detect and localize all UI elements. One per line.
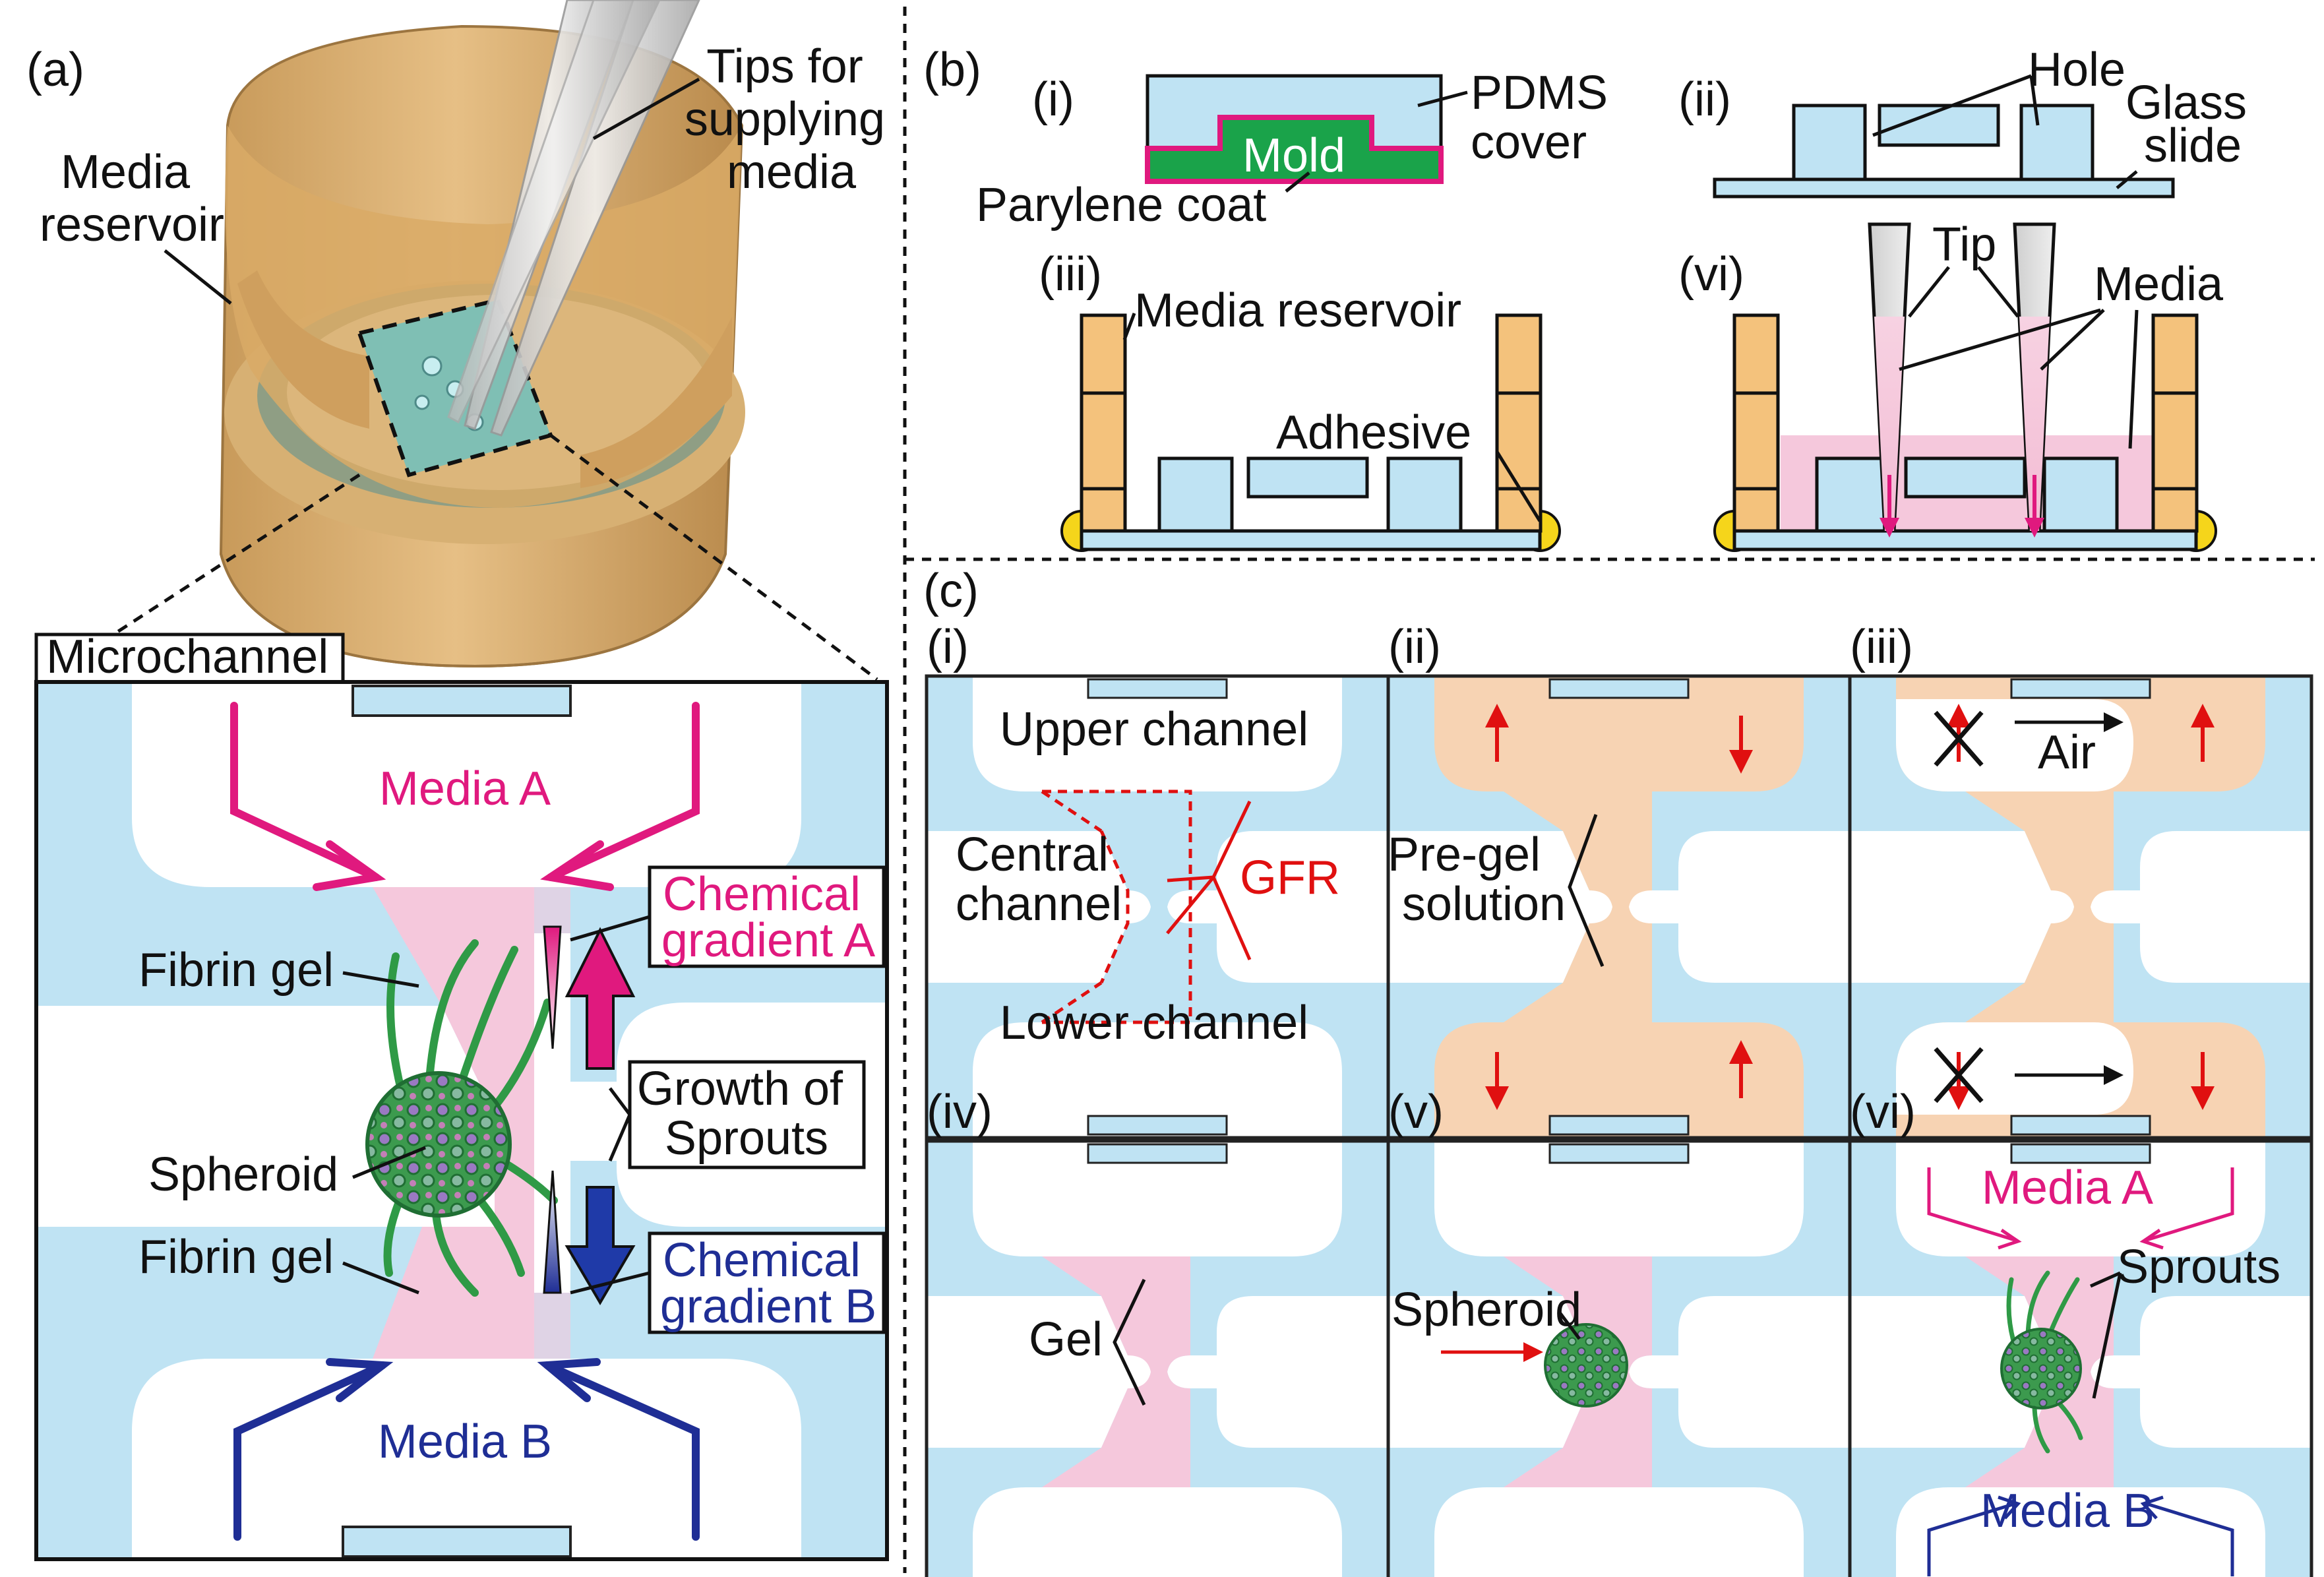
- c-panel-iv: [925, 1139, 1390, 1577]
- chemical-gradient-a-label: Chemical gradient A: [661, 868, 875, 967]
- gfr-label: GFR: [1240, 851, 1340, 904]
- panel-c: (c) (i) Upper channel Central channel Lo…: [923, 565, 2313, 1577]
- gel-label: Gel: [1029, 1313, 1103, 1366]
- pregel-label: Pre-gel solution: [1388, 828, 1566, 931]
- b-sub-iii: (iii): [1039, 248, 1102, 301]
- mold-label: Mold: [1242, 129, 1345, 182]
- lower-channel-label: Lower channel: [1000, 997, 1308, 1049]
- chemical-gradient-a-wedge: [543, 925, 562, 1049]
- c-panel-v: [1386, 1139, 1852, 1577]
- growth-of-sprouts-label: Growth of Sprouts: [637, 1063, 856, 1165]
- media-reservoir-label: Media reservoir: [1134, 284, 1461, 337]
- panel-b-tag: (b): [923, 44, 981, 96]
- fibrin-gel-upper-label: Fibrin gel: [138, 944, 334, 997]
- c-sub-vi: (vi): [1850, 1086, 1916, 1138]
- adhesive-label: Adhesive: [1276, 406, 1471, 459]
- tip-label: Tip: [1932, 218, 1996, 271]
- glass-slide-label: Glass slide: [2125, 77, 2260, 172]
- c-sub-iii: (iii): [1850, 621, 1913, 673]
- hole-label: Hole: [2028, 44, 2125, 96]
- media-a-arrows: [230, 702, 700, 891]
- b-sub-ii: (ii): [1678, 73, 1731, 126]
- c-panel-iii: [1848, 674, 2313, 1140]
- central-channel-label: Central channel: [956, 828, 1122, 931]
- media-a-label: Media A: [379, 762, 551, 815]
- c-sub-iv: (iv): [927, 1086, 993, 1138]
- spheroid-a: [365, 939, 558, 1297]
- b-sub-i: (i): [1032, 73, 1074, 126]
- reservoir-label: Media reservoir: [40, 146, 224, 251]
- panel-c-tag: (c): [923, 565, 979, 617]
- c-sub-i: (i): [927, 621, 969, 673]
- microchannel-label: Microchannel: [46, 631, 328, 683]
- c-sub-v: (v): [1388, 1086, 1444, 1138]
- chemical-gradient-b-wedge: [543, 1170, 562, 1294]
- c-sub-ii: (ii): [1388, 621, 1441, 673]
- panel-b: (b) (i) Mold PDMS cover Parylene coat (i…: [923, 44, 2260, 552]
- microchannel-label-box: [34, 633, 345, 684]
- sprouts-label: Sprouts: [2117, 1241, 2280, 1293]
- spheroid-label: Spheroid: [148, 1148, 338, 1201]
- pdms-cover-label: PDMS cover: [1471, 67, 1621, 169]
- tips-label: Tips for supplying media: [685, 40, 898, 199]
- panel-a-tag: (a): [26, 44, 84, 96]
- panel-a: (a) Tips for supplying media Media reser…: [26, 0, 898, 1561]
- b-sub-vi: (vi): [1678, 248, 1744, 301]
- c-media-b-label: Media B: [1980, 1485, 2155, 1537]
- chemical-gradient-b-label: Chemical gradient B: [660, 1234, 876, 1333]
- c-panel-ii: [1386, 674, 1852, 1140]
- media-label: Media: [2094, 258, 2224, 311]
- growth-arrow-up: [565, 927, 636, 1070]
- growth-arrow-down: [565, 1186, 636, 1305]
- c-panel-i: [927, 676, 1388, 1138]
- air-label: Air: [2038, 726, 2096, 779]
- media-b-arrows: [233, 1358, 700, 1541]
- media-b-label: Media B: [378, 1415, 552, 1468]
- c-panel-vi: [1848, 1139, 2313, 1577]
- parylene-coat-label: Parylene coat: [976, 179, 1266, 232]
- fibrin-gel-lower-label: Fibrin gel: [138, 1231, 334, 1283]
- c-media-a-label: Media A: [1982, 1161, 2153, 1214]
- c-spheroid-label: Spheroid: [1391, 1283, 1581, 1336]
- upper-channel-label: Upper channel: [1000, 703, 1308, 756]
